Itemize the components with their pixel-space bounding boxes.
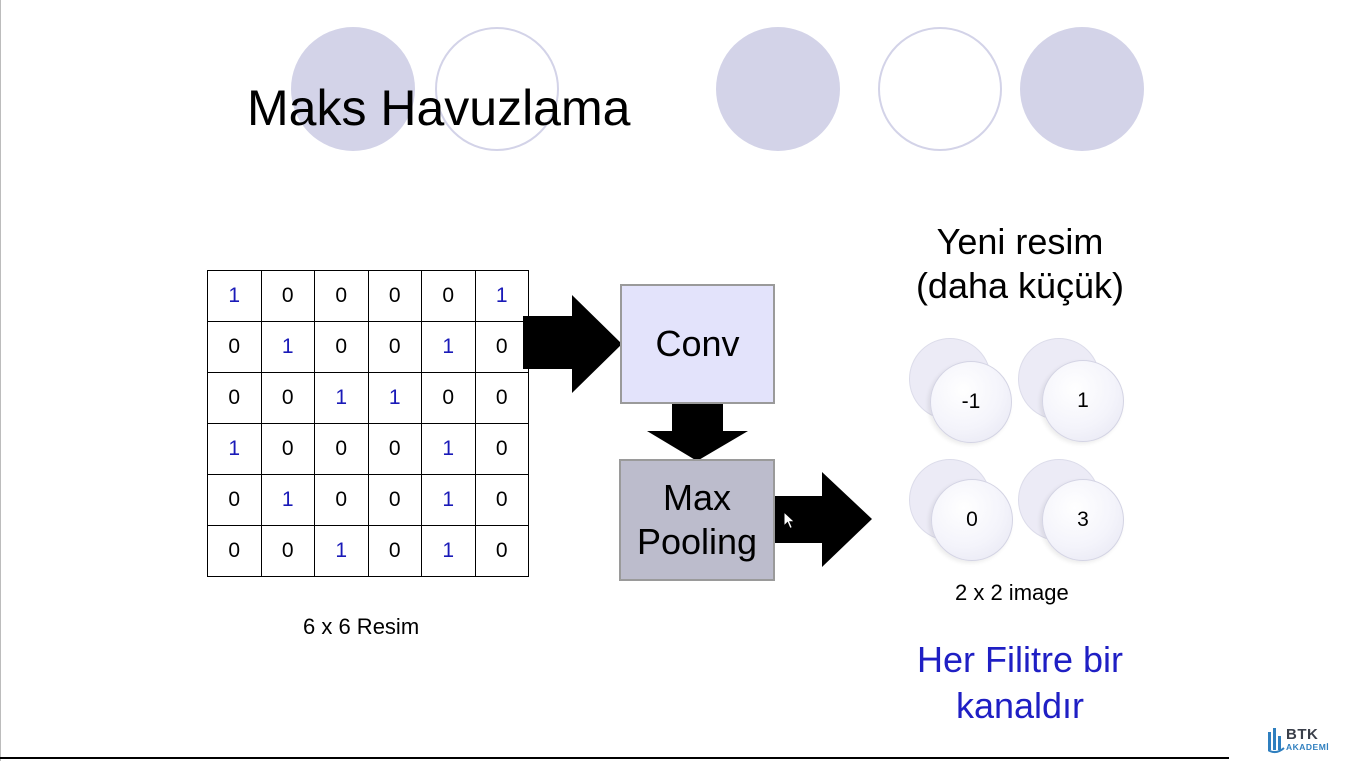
decor-circle-filled	[716, 27, 840, 151]
decor-circle-outline	[878, 27, 1002, 151]
matrix-caption: 6 x 6 Resim	[303, 614, 420, 639]
matrix-cell: 0	[260, 423, 315, 475]
decor-circle-filled	[291, 27, 415, 151]
matrix-cell: 0	[367, 270, 422, 322]
matrix-cell: 1	[314, 372, 369, 424]
mouse-cursor-icon	[783, 511, 796, 530]
pooled-value: -1	[930, 361, 1012, 443]
matrix-cell: 1	[421, 423, 476, 475]
pooled-value: 1	[1042, 360, 1124, 442]
matrix-cell: 0	[207, 372, 262, 424]
matrix-cell: 0	[260, 372, 315, 424]
new-image-line2: (daha küçük)	[915, 265, 1125, 306]
matrix-cell: 0	[314, 321, 369, 373]
channel-note: Her Filitre bir kanaldır	[880, 637, 1160, 729]
pooled-caption: 2 x 2 image	[955, 580, 1069, 605]
matrix-cell: 1	[474, 270, 529, 322]
new-image-line1: Yeni resim	[936, 221, 1104, 262]
note-line1: Her Filitre bir	[916, 639, 1123, 680]
matrix-cell: 0	[474, 474, 529, 526]
conv-box: Conv	[620, 284, 775, 404]
bottom-rule	[0, 757, 1229, 759]
note-line2: kanaldır	[955, 685, 1085, 726]
decor-circle-outline	[435, 27, 559, 151]
slide-left-border	[0, 0, 1, 761]
matrix-cell: 0	[474, 321, 529, 373]
matrix-cell: 1	[207, 423, 262, 475]
btk-logo-mark-icon	[1268, 728, 1285, 754]
conv-label: Conv	[655, 323, 740, 364]
arrow-right-to-conv	[523, 295, 622, 393]
matrix-cell: 0	[474, 525, 529, 577]
logo-word: BTK	[1286, 726, 1319, 743]
matrix-cell: 1	[260, 321, 315, 373]
arrow-down-to-pooling	[647, 404, 748, 461]
pooled-value: 3	[1042, 479, 1124, 561]
pooled-value: 0	[931, 479, 1013, 561]
matrix-cell: 0	[260, 525, 315, 577]
pool-label-line1: Max	[662, 477, 731, 518]
btk-akademi-logo: BTK AKADEMİ	[1266, 726, 1355, 761]
matrix-cell: 0	[314, 270, 369, 322]
pool-label-line2: Pooling	[636, 521, 758, 562]
slide-title: Maks Havuzlama	[247, 80, 631, 136]
new-image-heading: Yeni resim (daha küçük)	[880, 220, 1160, 308]
max-pooling-box: Max Pooling	[619, 459, 775, 581]
arrow-right-to-output	[775, 472, 872, 567]
decor-circle-filled	[1020, 27, 1144, 151]
logo-subtitle: AKADEMİ	[1286, 742, 1330, 752]
matrix-cell: 0	[367, 321, 422, 373]
matrix-cell: 0	[474, 372, 529, 424]
